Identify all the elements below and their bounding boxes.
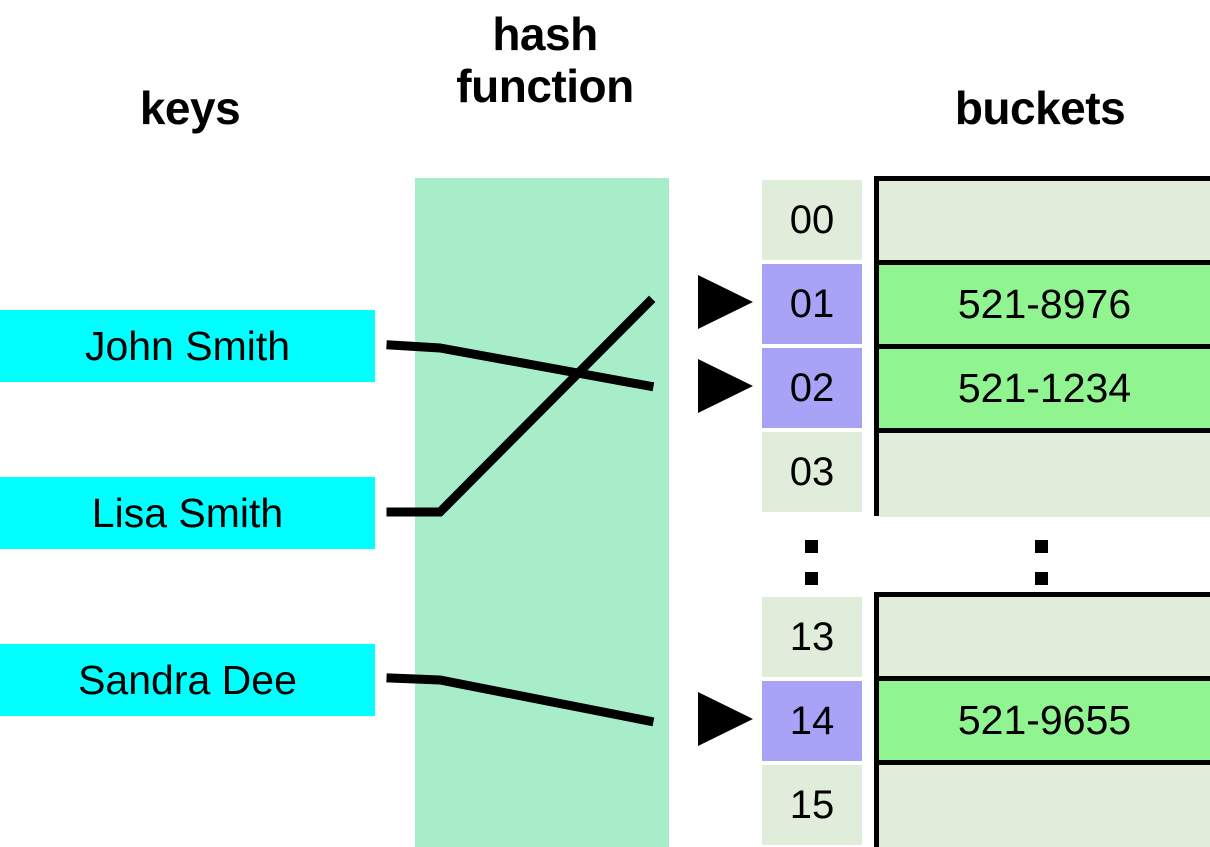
- arrow-to-bucket-14: [698, 692, 753, 746]
- index-cell-13[interactable]: 13: [762, 597, 862, 677]
- index-cell-01[interactable]: 01: [762, 264, 862, 344]
- heading-buckets: buckets: [954, 82, 1126, 134]
- hash-function-panel: [415, 178, 669, 847]
- bucket-cell-15[interactable]: [879, 765, 1210, 847]
- key-box-lisa-smith[interactable]: Lisa Smith: [0, 477, 375, 549]
- index-cell-00[interactable]: 00: [762, 180, 862, 260]
- index-cell-03[interactable]: 03: [762, 432, 862, 512]
- heading-hash-function: hash function: [456, 8, 634, 112]
- arrow-to-bucket-01: [698, 275, 753, 329]
- bucket-table-top: 521-8976 521-1234: [874, 176, 1210, 517]
- bucket-cell-02[interactable]: 521-1234: [879, 349, 1210, 433]
- index-cell-02[interactable]: 02: [762, 348, 862, 428]
- bucket-column-ellipsis: [1035, 540, 1049, 588]
- bucket-cell-03[interactable]: [879, 433, 1210, 517]
- bucket-table-bottom: 521-9655: [874, 592, 1210, 847]
- key-box-sandra-dee[interactable]: Sandra Dee: [0, 644, 375, 716]
- bucket-cell-00[interactable]: [879, 181, 1210, 265]
- ellipsis-dot: [805, 572, 818, 585]
- bucket-cell-13[interactable]: [879, 597, 1210, 681]
- ellipsis-dot: [1035, 540, 1048, 553]
- arrow-to-bucket-02: [698, 359, 753, 413]
- key-box-john-smith[interactable]: John Smith: [0, 310, 375, 382]
- bucket-cell-14[interactable]: 521-9655: [879, 681, 1210, 765]
- index-cell-14[interactable]: 14: [762, 681, 862, 761]
- heading-keys: keys: [139, 82, 241, 134]
- ellipsis-dot: [1035, 572, 1048, 585]
- ellipsis-dot: [805, 540, 818, 553]
- index-cell-15[interactable]: 15: [762, 765, 862, 845]
- bucket-cell-01[interactable]: 521-8976: [879, 265, 1210, 349]
- index-column-ellipsis: [805, 540, 819, 588]
